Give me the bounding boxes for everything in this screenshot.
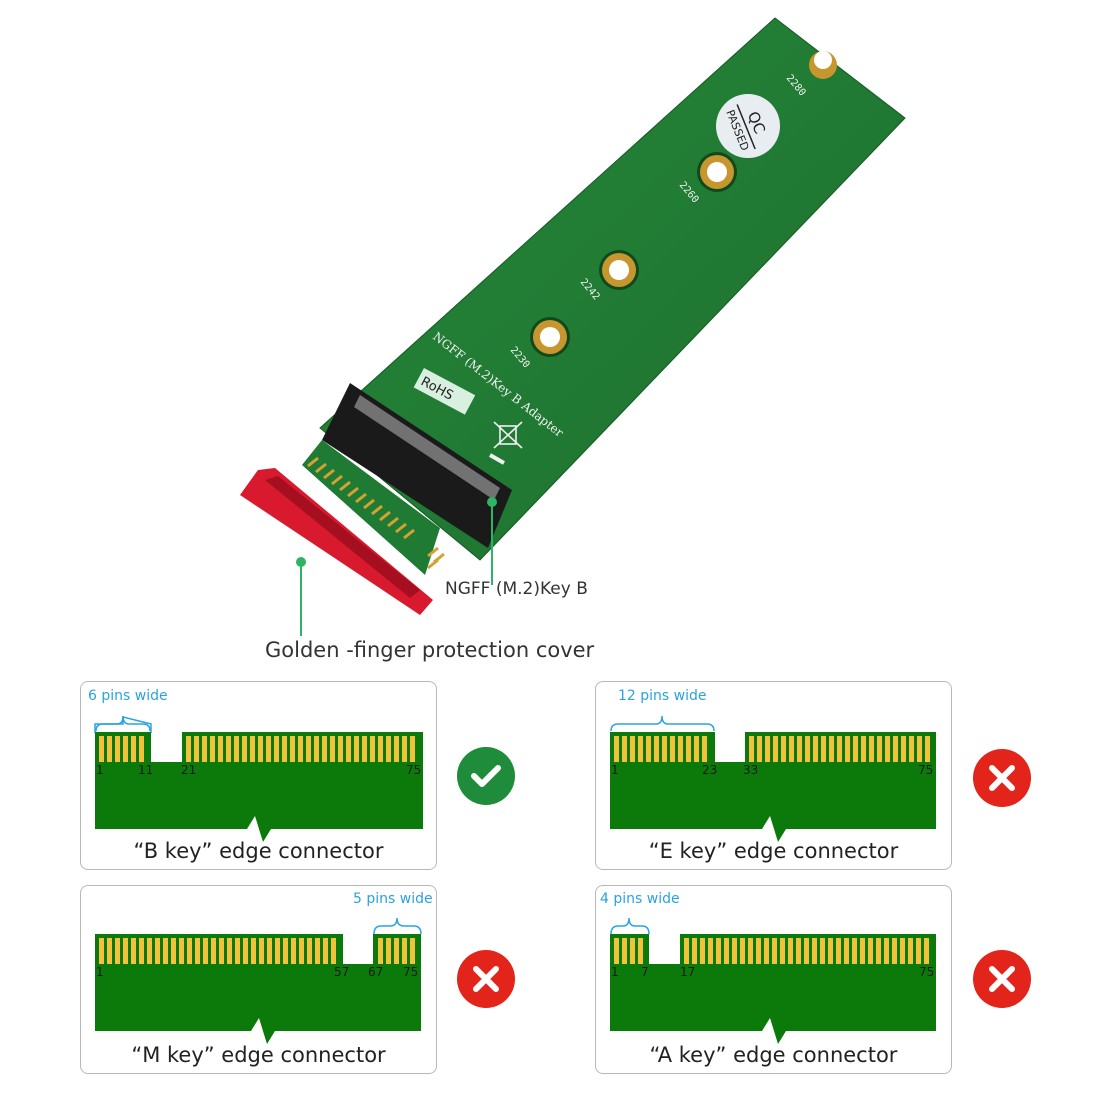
panel-e-key: 12 pins wide 1 23 33 75 “E key” edge con… — [595, 681, 952, 870]
pin-label: 57 — [334, 965, 350, 979]
golden-finger-protection-cover — [240, 468, 433, 615]
callout-cover-pointer — [296, 557, 306, 636]
weee-bin-icon — [489, 421, 523, 465]
pin-width-label: 5 pins wide — [353, 891, 433, 907]
adapter-board-illustration: QC PASSED 2280 2260 2242 2230 NGFF ( — [240, 17, 906, 636]
pin-label: 1 — [611, 763, 619, 777]
cover-callout-label: Golden -finger protection cover — [265, 638, 595, 662]
gold-fingers — [307, 456, 445, 570]
pin-label: 17 — [680, 965, 696, 979]
qc-sticker — [716, 94, 780, 158]
panel-caption: “A key” edge connector — [649, 1043, 898, 1067]
panel-caption: “E key” edge connector — [648, 839, 899, 863]
pin-label: 23 — [702, 763, 718, 777]
mount-hole-2230 — [530, 317, 570, 357]
mount-hole-2260 — [697, 152, 737, 192]
pin-label: 1 — [96, 965, 104, 979]
pin-label: 1 — [611, 965, 619, 979]
mount-hole-2242 — [599, 250, 639, 290]
x-icon — [973, 950, 1031, 1008]
pin-label: 21 — [181, 763, 197, 777]
m-key-connector-diagram — [95, 917, 422, 1044]
pin-label: 11 — [138, 763, 154, 777]
b-key-connector-diagram — [94, 715, 423, 842]
check-icon — [457, 747, 515, 805]
pin-label: 1 — [96, 763, 104, 777]
pin-label: 75 — [919, 965, 935, 979]
connector-callout-label: NGFF (M.2)Key B — [445, 579, 588, 599]
pin-label: 75 — [403, 965, 419, 979]
pin-width-label: 12 pins wide — [618, 688, 707, 704]
pin-label: 75 — [918, 763, 934, 777]
pin-label: 7 — [641, 965, 649, 979]
panel-caption: “B key” edge connector — [133, 839, 384, 863]
m2-socket — [322, 383, 512, 548]
panel-caption: “M key” edge connector — [131, 1043, 386, 1067]
edge-connector — [302, 440, 440, 575]
x-icon — [973, 749, 1031, 807]
panel-m-key: 5 pins wide 1 57 67 75 “M key” edge conn… — [80, 885, 437, 1074]
callout-connector-pointer — [487, 497, 497, 585]
e-key-connector-diagram — [610, 715, 936, 842]
x-icon — [457, 950, 515, 1008]
pin-label: 75 — [406, 763, 422, 777]
product-photo: QC PASSED 2280 2260 2242 2230 NGFF ( — [240, 17, 906, 662]
pin-label: 67 — [368, 965, 384, 979]
pin-label: 33 — [743, 763, 759, 777]
pin-width-label: 4 pins wide — [600, 891, 680, 907]
pin-width-label: 6 pins wide — [88, 688, 168, 704]
panel-b-key: 6 pins wide 1 11 21 75 “B key” edge conn… — [80, 681, 437, 870]
panel-a-key: 4 pins wide 1 7 17 75 “A key” edge conne… — [595, 885, 952, 1074]
a-key-connector-diagram — [610, 917, 936, 1044]
